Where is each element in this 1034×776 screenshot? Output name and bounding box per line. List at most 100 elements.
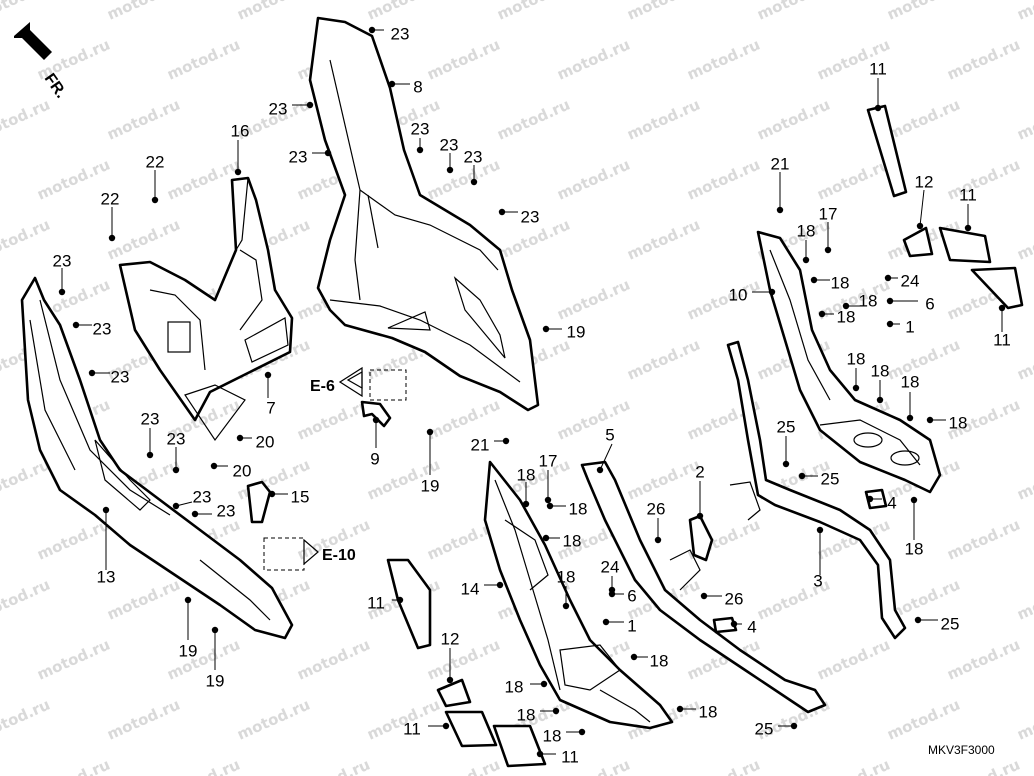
callout-number: 21 [771,154,790,173]
watermark-text: motod.ru [0,0,53,24]
callout-number: 11 [869,59,887,78]
watermark-text: motod.ru [684,36,763,84]
callout-number: 23 [141,409,160,428]
watermark-text: motod.ru [234,0,313,24]
fastener-mark [88,369,96,377]
fastener-mark [852,384,860,392]
watermark-text: motod.ru [104,96,183,144]
fastener-mark [542,534,550,542]
callout-number: 23 [521,207,540,226]
callout-number: 11 [403,719,421,738]
fastener-mark [372,416,380,424]
watermark-text: motod.ru [944,516,1023,564]
callout-number: 18 [650,651,669,670]
callout-number: 21 [471,435,490,454]
callout-number: 23 [464,147,483,166]
fastener-mark [211,626,219,634]
watermark-text: motod.ru [1014,456,1034,504]
part-10-side-step-cover [756,230,942,494]
callout-number: 17 [539,451,558,470]
fastener-mark [654,536,662,544]
fastener-mark [264,371,272,379]
callout-number: 24 [601,557,620,576]
fastener-mark [470,178,478,186]
fastener-mark [496,581,504,589]
fastener-marks [58,26,1006,758]
callout-number: 23 [289,147,308,166]
callout-number: 4 [887,493,896,512]
section-reference-e10: E-10 [263,537,356,571]
fastener-mark [964,224,972,232]
callout-number: 18 [837,307,856,326]
section-ref-e6-label: E-6 [310,378,335,395]
watermark-text: motod.ru [424,396,503,444]
fastener-mark [502,437,510,445]
fastener-mark [442,722,450,730]
watermark-text: motod.ru [364,0,443,24]
watermark-text: motod.ru [164,636,243,684]
fastener-mark [776,206,784,214]
callout-number: 18 [949,413,968,432]
watermark-text: motod.ru [0,576,53,624]
callout-number: 23 [269,99,288,118]
callout-number: 11 [561,747,579,766]
fastener-mark [388,80,396,88]
watermark-text: motod.ru [294,636,373,684]
callout-number: 18 [831,273,850,292]
fastener-mark [268,490,276,498]
watermark-text: motod.ru [944,156,1023,204]
fastener-mark [58,288,66,296]
watermark-text: motod.ru [104,696,183,744]
fastener-mark [396,596,404,604]
fastener-mark [498,208,506,216]
watermark-text: motod.ru [884,696,963,744]
callout-number: 12 [441,629,460,648]
callout-number: 2 [695,462,704,481]
watermark-text: motod.ru [294,756,373,776]
callout-number: 18 [797,221,816,240]
fastener-mark [768,288,776,296]
callout-number: 18 [847,349,866,368]
callout-number: 6 [627,586,636,605]
fastener-mark [544,496,552,504]
callout-number: 26 [725,589,744,608]
watermark-text: motod.ru [1014,696,1034,744]
watermark-text: motod.ru [554,396,633,444]
callout-number: 11 [367,593,385,612]
callout-number: 18 [517,705,536,724]
fastener-mark [546,502,554,510]
watermark-text: motod.ru [944,36,1023,84]
watermark-text: motod.ru [424,756,503,776]
fastener-mark [368,26,376,34]
callout-number: 18 [543,726,562,745]
part-16-center-inner-cover [118,176,294,442]
callout-number: 13 [97,567,116,586]
callout-number: 18 [569,499,588,518]
callout-number: 17 [819,204,838,223]
watermark-text: motod.ru [164,36,243,84]
watermark-text: motod.ru [104,0,183,24]
fastener-mark [916,222,924,230]
small-brackets [246,400,888,634]
callout-number: 18 [505,677,524,696]
watermark-text: motod.ru [234,696,313,744]
callout-number: 23 [111,367,130,386]
watermark-text: motod.ru [944,636,1023,684]
callout-number: 24 [901,271,920,290]
watermark-text: motod.ru [814,156,893,204]
callout-number: 7 [266,398,275,417]
watermark-text: motod.ru [814,756,893,776]
fastener-mark [562,602,570,610]
fastener-mark [306,101,314,109]
watermark-text: motod.ru [624,0,703,24]
callout-number: 23 [93,319,112,338]
watermark-text: motod.ru [0,96,53,144]
watermark-text: motod.ru [1014,96,1034,144]
callout-number: 22 [146,152,165,171]
callout-numbers: 2382323232323231622222323232323232372020… [53,24,1011,766]
callout-number: 19 [421,476,440,495]
watermark-text: motod.ru [884,0,963,24]
part-12-trims [436,226,934,708]
fastener-mark [910,496,918,504]
fastener-mark [446,676,454,684]
